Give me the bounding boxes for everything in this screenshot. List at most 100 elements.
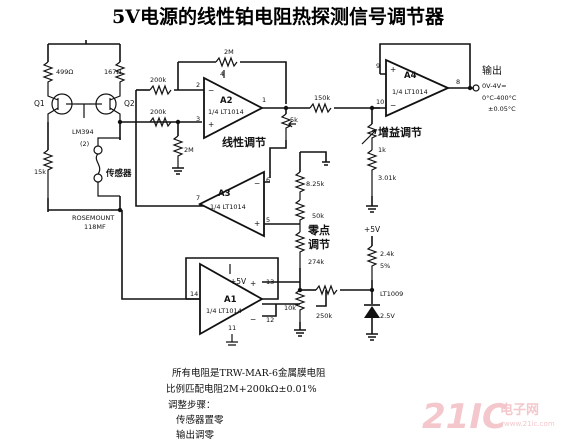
label-r250k: 250k	[316, 312, 332, 320]
amplifier-a2-section: 2M 200k 200k 2M − + A2 1/4 LT1014 2 3 4 …	[135, 48, 380, 207]
label-r274k: 274k	[308, 258, 324, 266]
resistor-167	[114, 61, 126, 92]
amplifier-a4	[385, 58, 451, 118]
amplifier-a2	[203, 76, 264, 140]
watermark-cn: 电子网	[500, 402, 539, 418]
label-out-title: 输出	[482, 64, 502, 77]
reference-diode-lt1009	[364, 304, 380, 318]
label-r5pct: 5%	[380, 262, 390, 270]
reference-section: +5V 2.4k 5% LT1009 2.5V	[364, 225, 403, 341]
transistor-q2: Q2	[92, 92, 135, 122]
a4-part: 1/4 LT1014	[392, 88, 428, 96]
a3-sym-plus: +	[254, 219, 260, 228]
note-line5: 输出调零	[176, 429, 215, 441]
note-line2: 比例匹配电阻2M+200kΩ±0.01%	[166, 383, 317, 395]
label-ref-part: LT1009	[380, 290, 403, 298]
resistor-274k	[294, 231, 306, 268]
label-zero-adj1: 零点	[307, 223, 330, 237]
label-r2m-mid: 2M	[184, 146, 194, 154]
pot-5k	[280, 113, 292, 140]
label-out-acc: ±0.05°C	[488, 105, 516, 113]
note-line1: 所有电阻是TRW-MAR-6金属膜电阻	[172, 367, 326, 379]
a2-pin-minus-sym: +	[208, 120, 214, 129]
label-r825k: 8.25k	[306, 180, 324, 188]
a3-pin-c: 5	[266, 216, 270, 224]
sensor-rtd	[93, 137, 121, 197]
amplifier-a4-section: A4 1/4 LT1014 + − 9 10 8 输出 0V-4V= 0°C-4…	[361, 43, 517, 213]
a1-pin-c: 11	[228, 324, 236, 332]
a4-name: A4	[404, 71, 417, 81]
resistor-3-01k	[366, 149, 378, 196]
label-q2: Q2	[124, 99, 135, 108]
label-rosemount2: 118MF	[84, 223, 106, 231]
watermark-url: www.21ic.com	[504, 420, 555, 428]
a3-name: A3	[218, 189, 231, 199]
label-r167: 167Ω	[104, 68, 121, 76]
resistor-10k	[294, 289, 306, 322]
a1-pin-b: 12	[266, 316, 274, 324]
zero-adjust-section: 8.25k 50k 零点 调节 274k 10k 250k	[262, 151, 372, 337]
resistor-8-25k	[294, 171, 306, 200]
resistor-15k	[42, 149, 54, 198]
a4-sym-minus: −	[390, 101, 396, 110]
a2-pin-c: 4	[220, 70, 224, 78]
label-r200k-b: 200k	[150, 108, 166, 116]
label-linear-adj: 线性调节	[222, 135, 266, 149]
label-r301k: 3.01k	[378, 174, 396, 182]
amplifier-a3	[197, 170, 265, 238]
pot-50k	[294, 199, 306, 232]
a4-sym-plus: +	[390, 65, 396, 74]
a2-pin-d: 1	[262, 96, 266, 104]
label-sensor: 传感器	[105, 168, 132, 179]
resistor-2m-mid	[172, 135, 184, 168]
a1-sym-minus: −	[250, 315, 256, 324]
label-r50k: 50k	[312, 212, 324, 220]
label-r150k: 150k	[314, 94, 330, 102]
a4-pin-c: 8	[456, 78, 460, 86]
label-zero-adj2: 调节	[308, 237, 330, 251]
resistor-2m-top	[215, 56, 238, 68]
a3-sym-minus: −	[254, 179, 260, 188]
label-r1k: 1k	[378, 146, 386, 154]
notes-block: 所有电阻是TRW-MAR-6金属膜电阻 比例匹配电阻2M+200kΩ±0.01%…	[166, 367, 326, 441]
a2-pin-b: 3	[196, 115, 200, 123]
label-gain-adj: 增益调节	[378, 125, 422, 139]
a3-part: 1/4 LT1014	[210, 203, 246, 211]
label-r5k: 5k	[290, 116, 298, 124]
label-r10k: 10k	[284, 304, 296, 312]
resistor-200k-a	[149, 84, 172, 96]
a4-pin-a: 9	[376, 62, 380, 70]
label-r15k: 15k	[34, 168, 46, 176]
output-terminal	[472, 84, 480, 92]
a3-pin-a: 6	[266, 176, 270, 184]
resistor-2-4k	[366, 245, 378, 280]
diagram-title: 5V电源的线性铂电阻热探测信号调节器	[112, 5, 445, 28]
a2-name: A2	[220, 96, 233, 106]
a2-pin-a: 2	[196, 81, 200, 89]
label-vplus5: +5V	[364, 225, 381, 234]
label-ref-v: 2.5V	[380, 312, 395, 320]
a3-pin-b: 7	[196, 194, 200, 202]
a1-part: 1/4 LT1014	[206, 307, 242, 315]
amplifier-a1-section: +5V A1 1/4 LT1014 + − 14 13 12 11	[121, 210, 300, 346]
label-r200k-a: 200k	[150, 76, 166, 84]
label-out-temp: 0°C-400°C	[482, 94, 517, 102]
label-q1: Q1	[34, 99, 45, 108]
label-r2m-top: 2M	[224, 48, 234, 56]
label-r24k: 2.4k	[380, 250, 394, 258]
watermark-logo: 21IC 电子网 www.21ic.com	[422, 397, 555, 437]
watermark-brand: 21IC	[422, 397, 507, 437]
transistor-q1: Q1	[34, 92, 76, 122]
pot-1k-gain	[366, 123, 378, 150]
resistor-150k	[309, 102, 332, 114]
a1-pin-in: 14	[190, 290, 198, 298]
a2-part: 1/4 LT1014	[208, 108, 244, 116]
a1-name: A1	[224, 295, 237, 305]
resistor-200k-b	[149, 116, 172, 128]
note-line4: 传感器置零	[176, 414, 224, 426]
a1-sym-plus: +	[250, 279, 256, 288]
label-pair2: (2)	[80, 140, 89, 148]
label-r499: 499Ω	[56, 68, 73, 76]
bridge-section: 499Ω 167Ω Q1 Q2 LM394 (2) 15k	[34, 40, 202, 231]
